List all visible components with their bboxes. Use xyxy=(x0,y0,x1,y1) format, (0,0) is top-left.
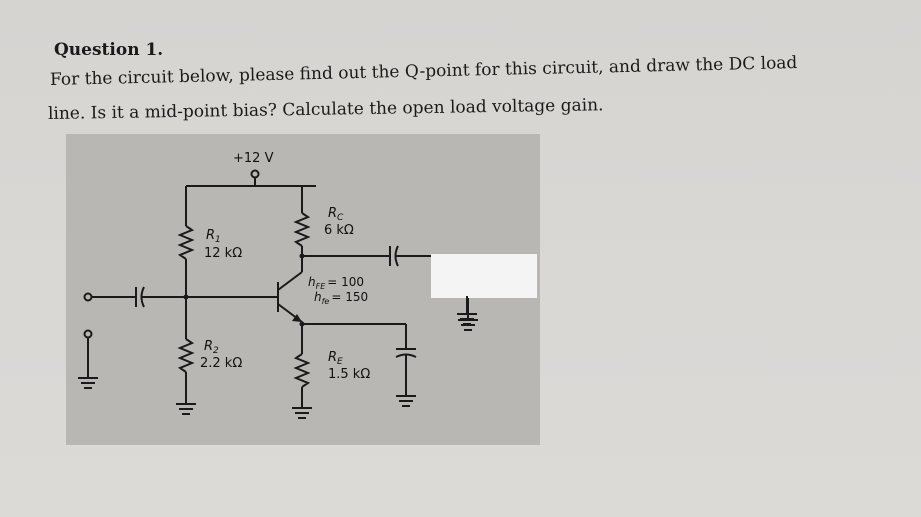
r2-value: 2.2 kΩ xyxy=(200,356,242,371)
input-terminal xyxy=(83,292,93,302)
re-name: RE xyxy=(328,350,343,367)
rc-value: 6 kΩ xyxy=(324,223,354,238)
rc-name: RC xyxy=(328,206,344,223)
vcc-label: +12 V xyxy=(233,151,274,166)
re-value: 1.5 kΩ xyxy=(328,367,370,382)
vcc-terminal xyxy=(250,169,260,179)
redacted-white-box xyxy=(431,254,537,298)
r1-resistor xyxy=(177,225,195,260)
hfe-small-label: hfe= 150 xyxy=(314,290,368,306)
r2-resistor xyxy=(177,338,195,373)
r2-name: R2 xyxy=(204,339,219,356)
transistor-collector-lead xyxy=(277,271,303,291)
question-title: Question 1. xyxy=(54,40,164,60)
rc-resistor xyxy=(293,212,311,247)
output-load-ground xyxy=(457,296,477,325)
bypass-capacitor-plate-2 xyxy=(395,353,417,358)
question-text-line-2: line. Is it a mid-point bias? Calculate … xyxy=(47,95,604,124)
re-resistor xyxy=(293,353,311,388)
r1-name: R1 xyxy=(206,228,221,245)
input-ground-terminal xyxy=(83,329,93,339)
hfe-label: hFE= 100 xyxy=(308,275,364,291)
output-capacitor-plate-2 xyxy=(394,245,399,267)
r1-value: 12 kΩ xyxy=(204,246,242,261)
input-capacitor-plate-2 xyxy=(140,286,145,308)
transistor-emitter-arrow xyxy=(292,314,302,322)
circuit-svg: +12 V R1 12 kΩ R2 2.2 kΩ RC 6 kΩ hFE= 10… xyxy=(78,151,478,419)
